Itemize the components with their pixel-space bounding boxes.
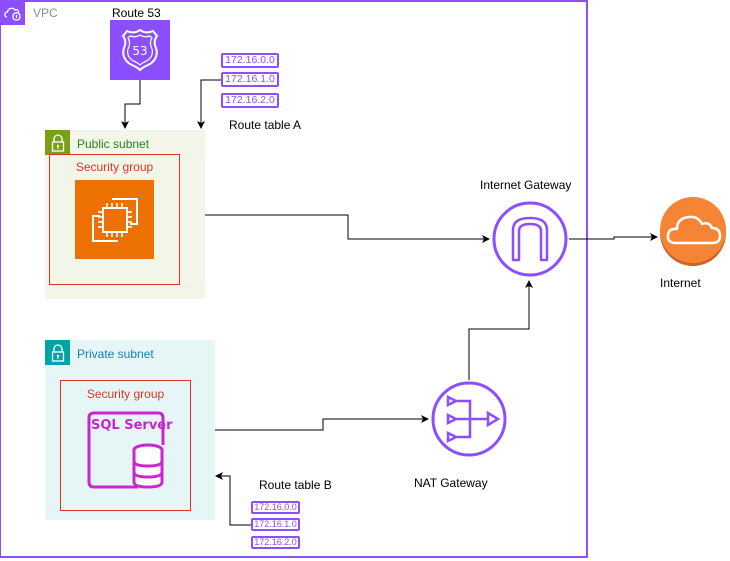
internet-node[interactable] [659,195,730,275]
route53-label: Route 53 [112,6,161,20]
route-table-a-label: Route table A [229,118,302,132]
public-security-group-label: Security group [75,160,154,174]
private-subnet-label: Private subnet [77,347,154,361]
private-security-group-label: Security group [86,387,165,401]
route-table-a-entry[interactable]: 172.16.2.0 [221,93,279,108]
route53-shield-icon: 53 [121,28,159,72]
internet-label: Internet [660,276,701,290]
cloud-icon [660,197,726,266]
sql-server-instance[interactable]: SQL Server [86,410,173,490]
route-table-b-label: Route table B [259,478,332,492]
connector-route53-to-public-subnet [121,80,141,129]
route-table-b-entry[interactable]: 172.16.2.0 [251,536,300,549]
database-icon [87,411,165,489]
route53-icon-text: 53 [132,44,147,58]
nat-gateway-label: NAT Gateway [414,476,488,490]
connector-public-subnet-to-internet-gateway [205,214,490,243]
connector-private-subnet-to-nat-gateway [215,415,429,431]
private-subnet[interactable] [45,340,215,520]
vpc-cloud-icon [0,0,25,25]
ec2-instance[interactable] [75,180,154,259]
internet-gateway-label: Internet Gateway [480,178,572,192]
vpc-label: VPC [33,6,58,20]
public-security-group[interactable] [49,154,180,285]
connector-route-table-b-to-private-subnet [215,472,251,526]
route-table-b-entry[interactable]: 172.16.1.0 [251,518,300,531]
vpc-container [0,0,588,558]
ec2-chip-icon [91,197,138,242]
nat-gateway-icon [431,381,507,457]
connector-route-table-a-to-public-subnet [197,79,221,129]
connector-internet-gateway-to-internet [569,233,658,241]
route53-node[interactable]: 53 [110,20,170,80]
route-table-b-entry[interactable]: 172.16.0.0 [251,501,300,514]
nat-gateway-node[interactable] [430,380,508,458]
sql-server-label: SQL Server [91,418,173,433]
private-security-group[interactable] [60,380,191,511]
route-table-a-entry[interactable]: 172.16.0.0 [221,53,279,68]
lock-icon [45,340,70,365]
public-subnet-label: Public subnet [77,137,150,151]
internet-gateway-node[interactable] [491,200,569,278]
connector-nat-gateway-to-internet-gateway [468,280,533,380]
lock-icon [45,130,70,155]
route-table-a-entry[interactable]: 172.16.1.0 [221,72,279,87]
internet-gateway-icon [492,201,568,277]
